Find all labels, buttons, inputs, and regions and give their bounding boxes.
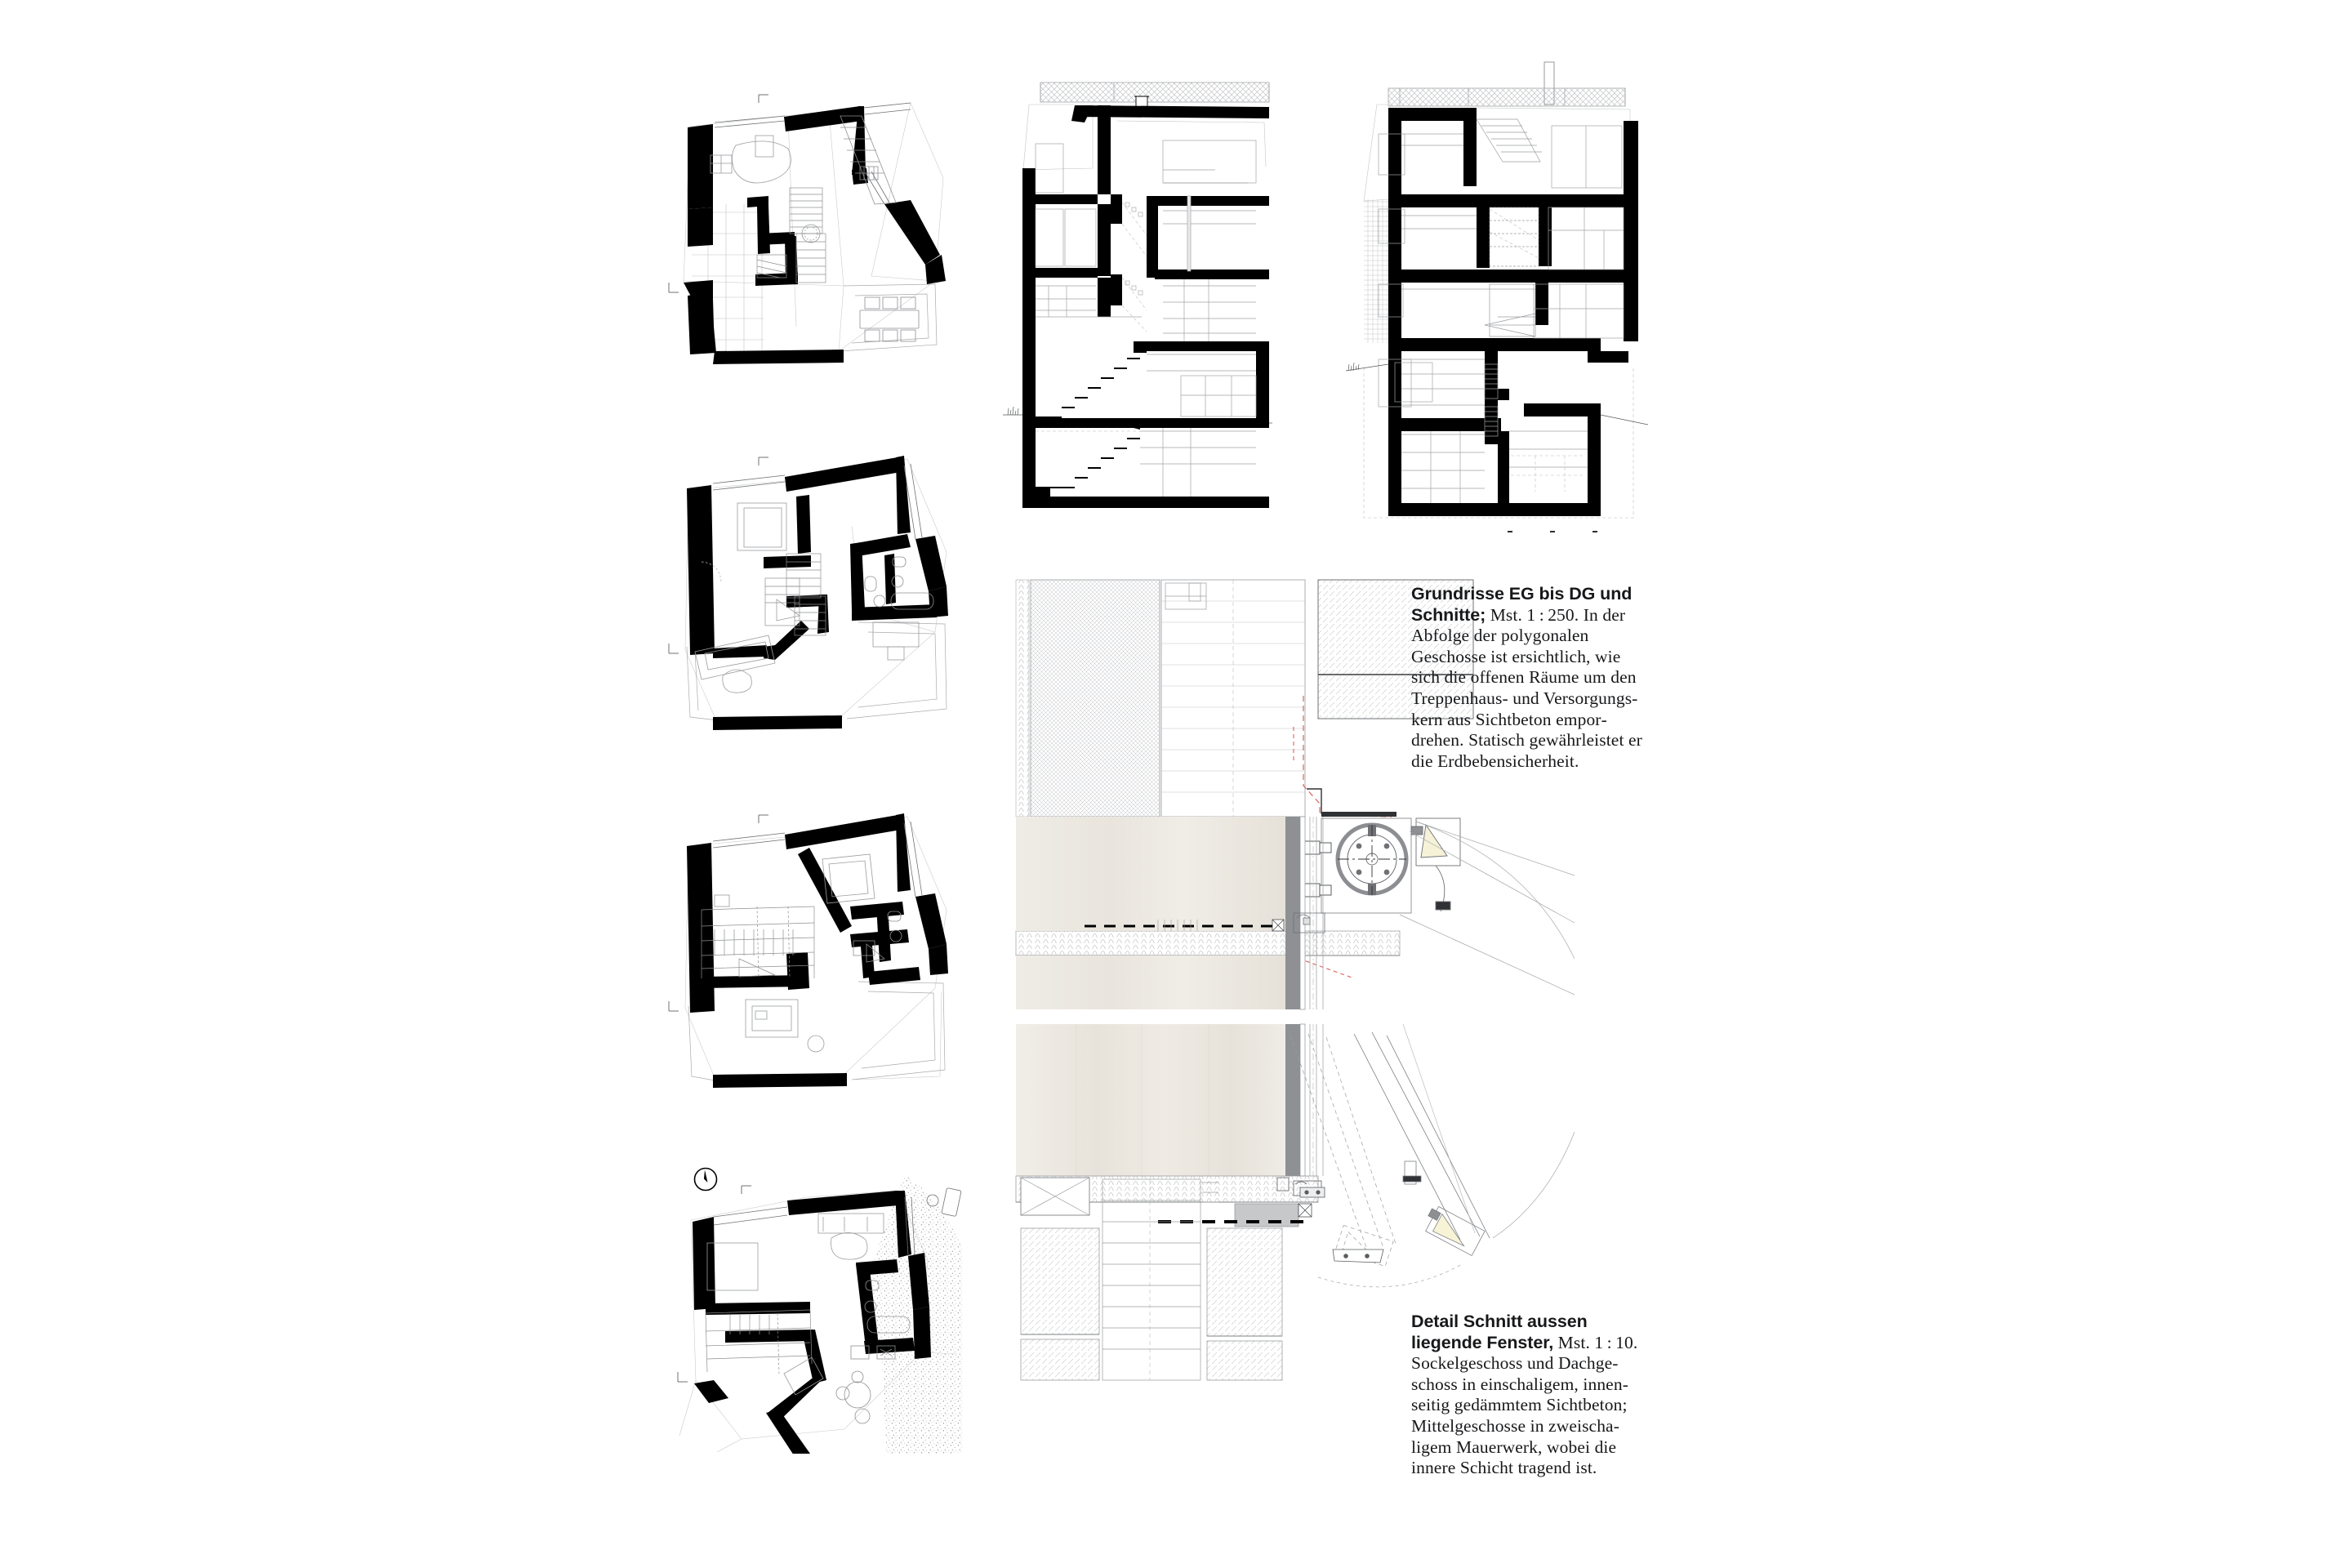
caption-detail-body: Mst. 1 : 10. Sockelgeschoss und Dachge­s… (1411, 1332, 1638, 1478)
section-mark-icon (668, 814, 768, 1012)
figure-section-transverse (1346, 47, 1648, 537)
figure-detail-window-lower (1003, 1019, 1575, 1460)
caption-plans-body: Mst. 1 : 250. In der Abfolge der polygon… (1411, 604, 1642, 771)
window-arm-open (1353, 1031, 1490, 1257)
sealant-block (1272, 919, 1285, 932)
figure-plan-dg (663, 1135, 982, 1454)
north-arrow-icon (693, 1167, 718, 1192)
figure-plan-2og (666, 807, 960, 1093)
figure-plan-eg (666, 82, 960, 368)
bolt-group (1285, 840, 1332, 898)
section-mark-icon (668, 457, 768, 654)
grass-symbol (1007, 406, 1019, 416)
section-mark-icon (668, 94, 768, 293)
figure-detail-window-upper (1003, 572, 1575, 1013)
section-mark-icon (677, 1185, 751, 1383)
sealant-block (1298, 1203, 1312, 1218)
caption-plans-sections: Grundrisse EG bis DG und Schnitte; Mst. … (1411, 584, 1653, 772)
caption-plans-lead: Grundrisse EG bis DG und Schnitte; (1411, 584, 1633, 625)
grass-symbol (1348, 362, 1360, 372)
figure-section-longitudinal (1003, 72, 1272, 537)
window-arm-closed (1290, 1033, 1397, 1267)
plan-eg-outline (668, 94, 946, 364)
scale-bar (1508, 531, 1597, 532)
caption-detail-lead: Detail Schnitt aussen liegende Fenster, (1411, 1312, 1588, 1352)
caption-window-detail: Detail Schnitt aussen liegende Fenster, … (1411, 1312, 1653, 1479)
figure-plan-1og (666, 448, 960, 733)
